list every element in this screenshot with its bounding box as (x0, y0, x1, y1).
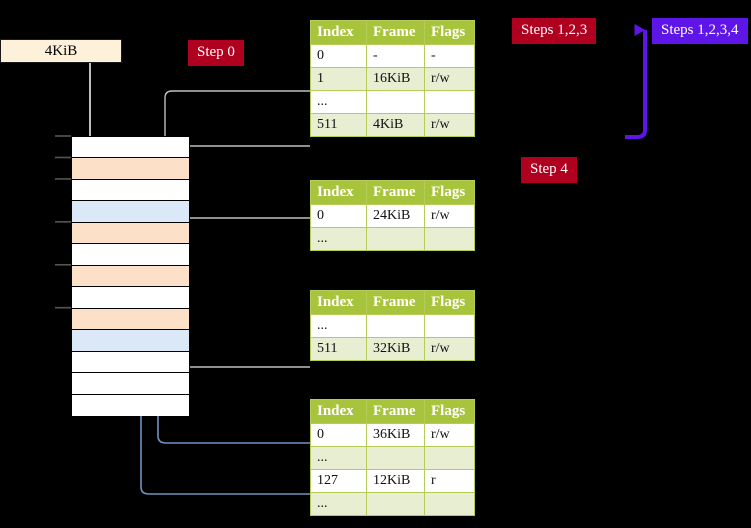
cell-index: 0 (310, 44, 367, 68)
memory-row (72, 222, 189, 245)
badge-steps-1234-label: Steps 1,2,3,4 (661, 22, 739, 38)
conn-pdp-row0 (177, 217, 310, 266)
cell-flags: r/w (424, 204, 475, 228)
cell-index: 511 (310, 113, 367, 137)
conn-pml4-row511 (177, 145, 310, 161)
cell-flags: r (424, 469, 475, 493)
column-header-index: Index (310, 290, 367, 315)
memory-row (72, 373, 189, 395)
badge-step-0: Step 0 (189, 41, 243, 65)
memory-row (72, 330, 189, 352)
cell-flags (424, 314, 475, 338)
badge-steps-123: Steps 1,2,3 (513, 19, 596, 43)
column-header-flags: Flags (424, 290, 475, 315)
memory-row (72, 244, 189, 266)
cell-flags: r/w (424, 67, 475, 91)
cell-index: 0 (310, 423, 367, 447)
cell-frame (366, 314, 425, 338)
cell-frame: - (366, 44, 425, 68)
memory-row (72, 201, 189, 223)
badge-steps-123-label: Steps 1,2,3 (521, 22, 588, 38)
cell-index: 511 (310, 337, 367, 361)
cell-frame: 16KiB (366, 67, 425, 91)
memory-size-label: 4KiB (0, 39, 122, 63)
column-header-flags: Flags (424, 180, 475, 205)
physical-memory-grid (71, 136, 190, 416)
column-header-flags: Flags (424, 20, 475, 45)
badge-steps-1234: Steps 1,2,3,4 (653, 19, 747, 43)
conn-steps-loop (625, 24, 647, 139)
cell-flags (424, 492, 475, 516)
cell-frame (366, 446, 425, 470)
table-row: 0-- (310, 44, 475, 68)
cell-flags: r/w (424, 113, 475, 137)
cell-index: ... (310, 446, 367, 470)
cell-frame (366, 227, 425, 251)
cell-frame (366, 492, 425, 516)
memory-row (72, 308, 189, 331)
badge-step-0-label: Step 0 (197, 44, 235, 60)
column-header-index: Index (310, 399, 367, 424)
cell-frame: 32KiB (366, 337, 425, 361)
column-header-frame: Frame (366, 399, 425, 424)
cell-frame: 36KiB (366, 423, 425, 447)
table-row: ... (310, 314, 475, 338)
cell-index: ... (310, 314, 367, 338)
column-header-index: Index (310, 20, 367, 45)
column-header-index: Index (310, 180, 367, 205)
column-header-frame: Frame (366, 180, 425, 205)
memory-row (72, 394, 189, 416)
cell-frame: 4KiB (366, 113, 425, 137)
cell-frame: 12KiB (366, 469, 425, 493)
cell-flags: r/w (424, 423, 475, 447)
conn-pd-row511 (171, 314, 310, 368)
table-row: ... (310, 446, 475, 470)
table-row: ... (310, 492, 475, 516)
cell-flags: - (424, 44, 475, 68)
badge-step-4-label: Step 4 (530, 161, 568, 177)
memory-row (72, 287, 189, 309)
table-row: ... (310, 90, 475, 114)
memory-row (72, 137, 189, 159)
cell-index: ... (310, 492, 367, 516)
memory-size-label-text: 4KiB (44, 42, 78, 59)
memory-row (72, 179, 189, 202)
table-row: ... (310, 227, 475, 251)
cell-index: ... (310, 90, 367, 114)
memory-row (72, 158, 189, 180)
cell-index: 0 (310, 204, 367, 228)
badge-step-4: Step 4 (522, 158, 576, 182)
cell-index: 127 (310, 469, 367, 493)
column-header-frame: Frame (366, 290, 425, 315)
cell-index: ... (310, 227, 367, 251)
cell-index: 1 (310, 67, 367, 91)
memory-row (72, 351, 189, 374)
cell-flags: r/w (424, 337, 475, 361)
cell-flags (424, 227, 475, 251)
column-header-frame: Frame (366, 20, 425, 45)
cell-frame: 24KiB (366, 204, 425, 228)
memory-row (72, 265, 189, 288)
cell-flags (424, 90, 475, 114)
cell-frame (366, 90, 425, 114)
cell-flags (424, 446, 475, 470)
column-header-flags: Flags (424, 399, 475, 424)
